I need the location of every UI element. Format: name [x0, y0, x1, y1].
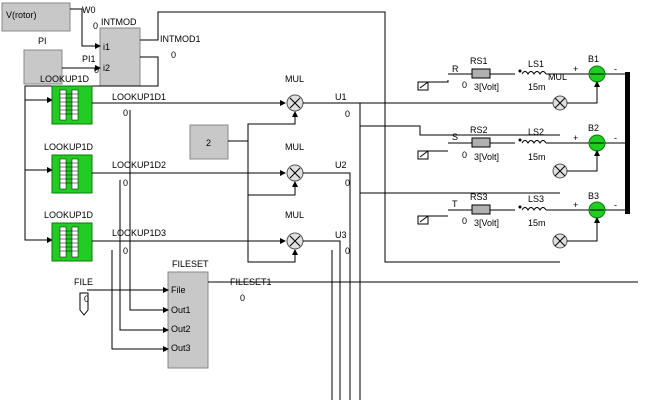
vrotor-label: V(rotor): [6, 10, 37, 20]
mul-output-2: U2: [335, 160, 347, 170]
feedback-mul-3: [552, 217, 600, 249]
phase-label-t: T: [452, 199, 458, 209]
w0-label: W0: [82, 5, 96, 15]
rs-value-2: 0: [462, 150, 467, 160]
minus-1: -: [614, 64, 617, 74]
fileset-block[interactable]: [167, 271, 209, 369]
lookup-value-3: 0: [123, 246, 128, 256]
fileset-port-out2: Out2: [171, 324, 191, 334]
fileset-port-out3: Out3: [171, 343, 191, 353]
intmod-label: INTMOD: [101, 17, 137, 27]
rs-value-1: 0: [462, 80, 467, 90]
phase-label-r: R: [452, 64, 459, 74]
rs-value-3: 0: [462, 216, 467, 226]
ls-ind-3: 15m: [528, 218, 546, 228]
lookup-value-2: 0: [123, 178, 128, 188]
mul-block-2[interactable]: MUL: [285, 142, 304, 182]
mul-value-2: 0: [345, 178, 350, 188]
vrotor-block[interactable]: V(rotor): [1, 2, 71, 32]
neutral-bus: [625, 72, 630, 214]
lookup-wires: [92, 100, 286, 244]
lookup-value-1: 0: [123, 108, 128, 118]
file-label: FILE: [74, 277, 93, 287]
mul-label-2: MUL: [285, 142, 304, 152]
lookup-block-1[interactable]: LOOKUP1D: [40, 74, 93, 125]
mul-block-3[interactable]: MUL: [285, 210, 304, 250]
ls-label-2: LS2: [528, 127, 544, 137]
plus-3: +: [573, 200, 578, 210]
constant-value: 2: [206, 138, 211, 148]
file-value: 0: [84, 294, 89, 304]
pi-label: PI: [38, 36, 47, 46]
pi1-value: 0: [94, 65, 99, 75]
w0-value: 0: [93, 21, 98, 31]
lookup-name-1: LOOKUP1D1: [112, 92, 166, 102]
lookup-block-2[interactable]: LOOKUP1D: [44, 142, 94, 194]
mul-output-1: U1: [335, 92, 347, 102]
phase-label-s: S: [452, 132, 458, 142]
ls-label-1: LS1: [528, 59, 544, 69]
ls-ind-2: 15m: [528, 152, 546, 162]
file-input-block[interactable]: [79, 292, 89, 316]
constant-block[interactable]: 2: [189, 124, 229, 160]
lookup-label-3: LOOKUP1D: [44, 210, 94, 220]
lookup-name-2: LOOKUP1D2: [112, 160, 166, 170]
mul-label-1: MUL: [285, 74, 304, 84]
ls-ind-1: 15m: [528, 82, 546, 92]
b-label-2: B2: [588, 123, 599, 133]
mul-value-3: 0: [345, 246, 350, 256]
fileset-value: 0: [240, 293, 245, 303]
intmod-in1: i1: [103, 42, 110, 52]
intmod-name: INTMOD1: [160, 34, 201, 44]
mul-tag-1: MUL: [548, 72, 567, 82]
rs-label-3: RS3: [470, 192, 488, 202]
rs-volt-2: 3[Volt]: [474, 152, 499, 162]
pi-block[interactable]: [23, 49, 63, 85]
mul-value-1: 0: [345, 109, 350, 119]
phase-branch-t[interactable]: T RS3 0 3[Volt] LS3 15m B3 + -: [417, 191, 628, 249]
pi1-label: PI1: [82, 54, 96, 64]
lookup-name-3: LOOKUP1D3: [112, 228, 166, 238]
fileset-wires: [87, 110, 638, 352]
feedback-mul-1: [552, 81, 600, 111]
mul-label-3: MUL: [285, 210, 304, 220]
phase-branch-s[interactable]: S RS2 0 3[Volt] LS2 15m B2 + -: [417, 123, 628, 179]
lookup-label-2: LOOKUP1D: [44, 142, 94, 152]
intmod-block[interactable]: [99, 27, 141, 87]
constant-wires: [228, 111, 298, 263]
minus-2: -: [614, 133, 617, 143]
lookup-block-3[interactable]: LOOKUP1D: [44, 210, 94, 262]
plus-2: +: [573, 133, 578, 143]
intmod-value: 0: [171, 50, 176, 60]
rs-label-2: RS2: [470, 125, 488, 135]
mul-block-1[interactable]: MUL: [285, 74, 304, 112]
fileset-port-file: File: [171, 285, 186, 295]
rs-label-1: RS1: [470, 56, 488, 66]
b-label-3: B3: [588, 191, 599, 201]
ls-label-3: LS3: [528, 194, 544, 204]
b-label-1: B1: [588, 54, 599, 64]
lookup-label-1: LOOKUP1D: [40, 74, 90, 84]
fileset-label: FILESET: [172, 259, 209, 269]
feedback-mul-2: [552, 150, 600, 179]
mul-output-3: U3: [335, 230, 347, 240]
rs-volt-3: 3[Volt]: [474, 218, 499, 228]
fileset-port-out1: Out1: [171, 305, 191, 315]
phase-branch-r[interactable]: R RS1 0 3[Volt] LS1 15m MUL B1 + -: [417, 54, 628, 111]
mul-output-wires: [303, 102, 560, 400]
minus-3: -: [614, 200, 617, 210]
rs-volt-1: 3[Volt]: [474, 82, 499, 92]
intmod-in2: i2: [103, 63, 110, 73]
plus-1: +: [573, 64, 578, 74]
